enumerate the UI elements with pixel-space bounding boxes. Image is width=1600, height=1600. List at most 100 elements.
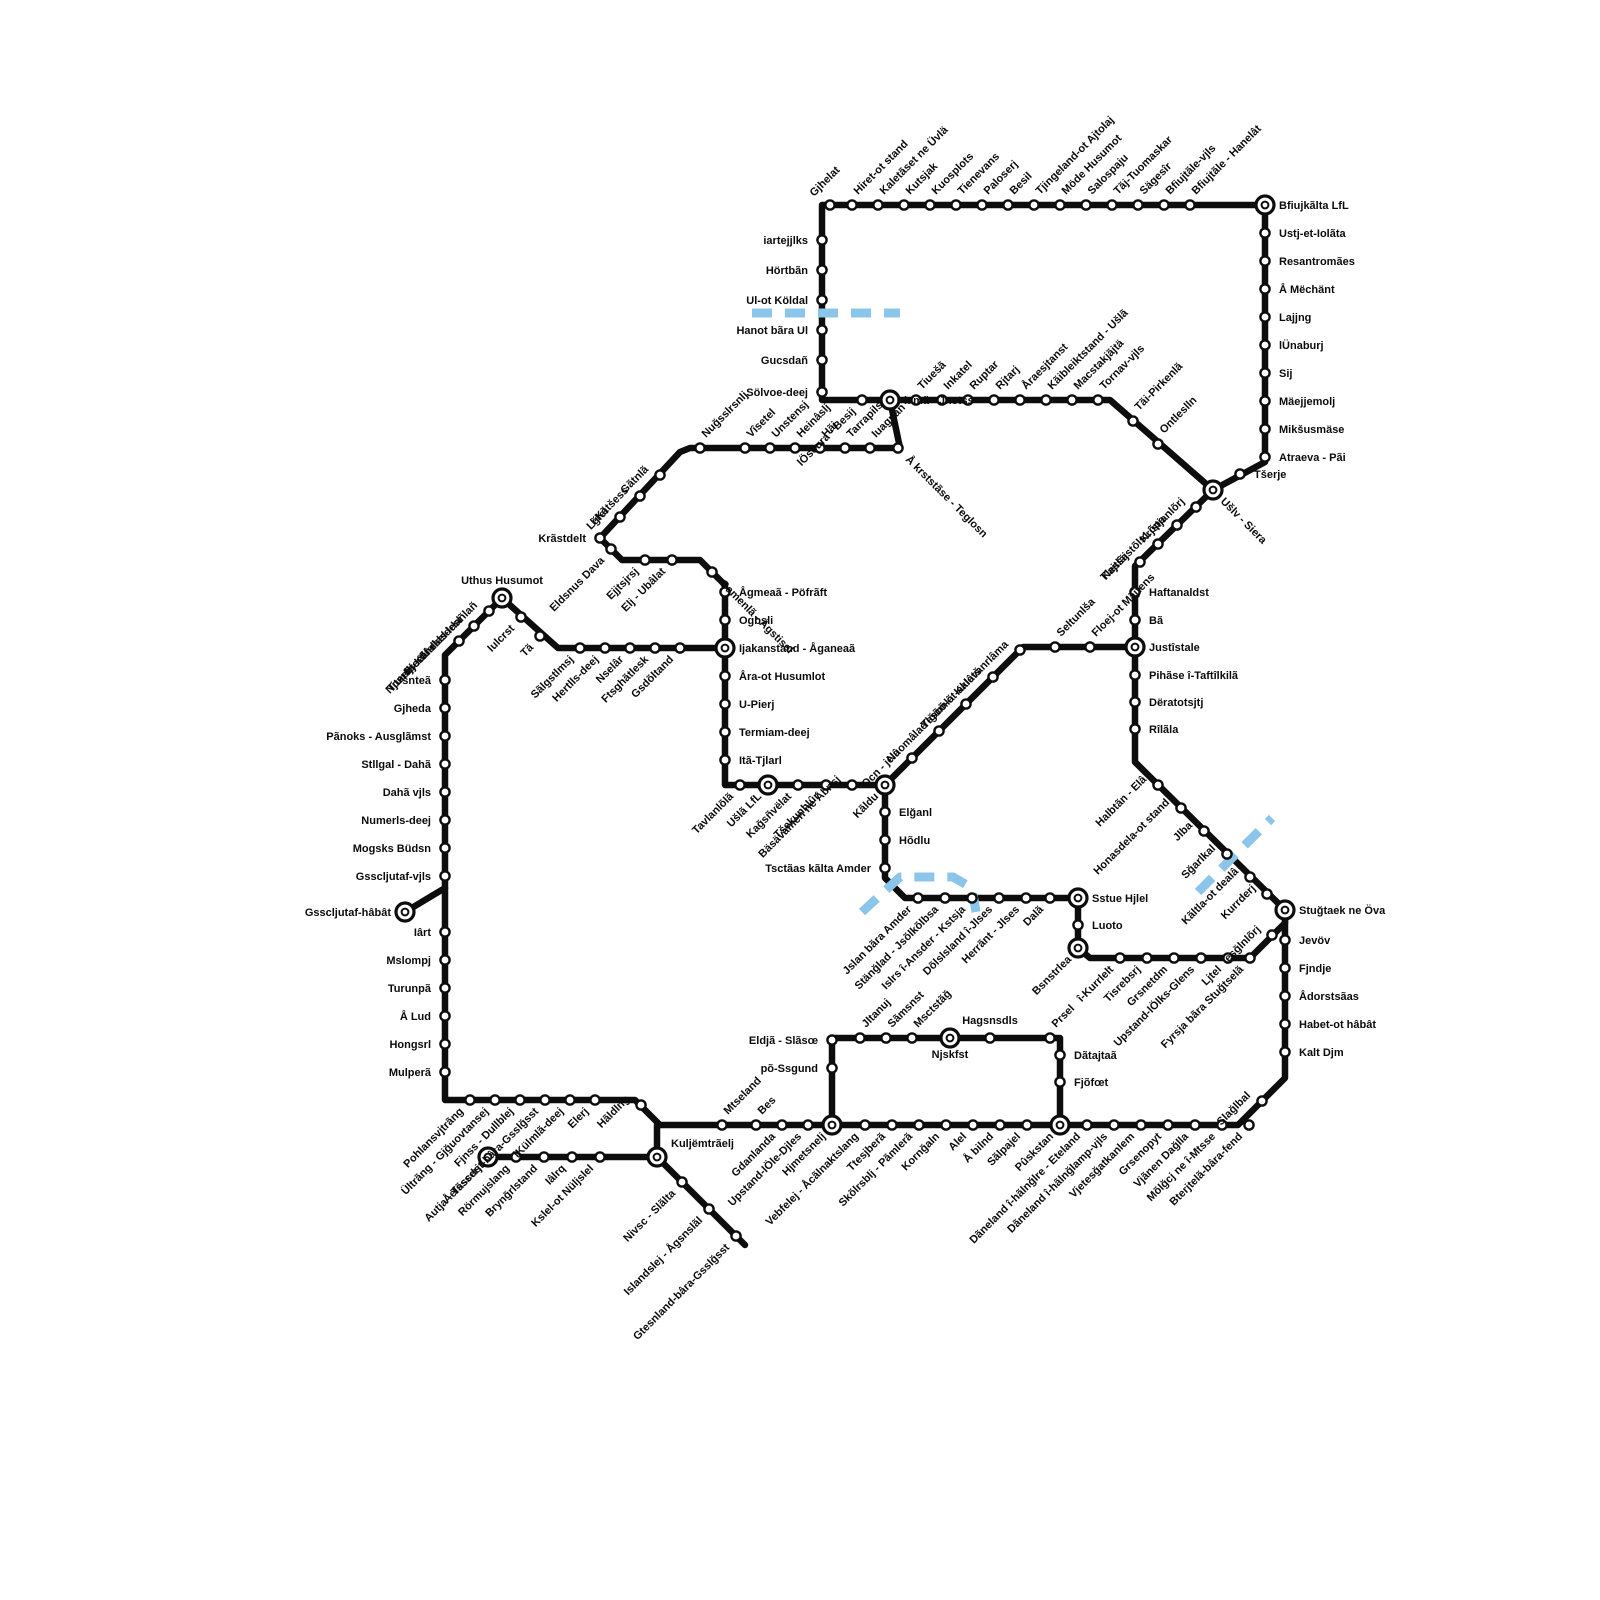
station-marker[interactable]: [988, 394, 1000, 406]
station-marker[interactable]: [589, 1094, 601, 1106]
station-marker[interactable]: [856, 394, 868, 406]
station-marker[interactable]: [1216, 1119, 1228, 1131]
station-marker[interactable]: [564, 1094, 576, 1106]
station-marker[interactable]: [820, 779, 832, 791]
station-marker[interactable]: [846, 779, 858, 791]
station-marker[interactable]: [439, 954, 451, 966]
station-marker[interactable]: [816, 386, 828, 398]
station-marker[interactable]: [1244, 952, 1256, 964]
station-marker[interactable]: [468, 620, 480, 632]
station-marker[interactable]: [816, 354, 828, 366]
station-marker[interactable]: [906, 1032, 918, 1044]
station-marker[interactable]: [1081, 1119, 1093, 1131]
station-marker[interactable]: [566, 1151, 578, 1163]
station-marker[interactable]: [939, 892, 951, 904]
station-marker[interactable]: [1234, 468, 1246, 480]
station-marker[interactable]: [1129, 696, 1141, 708]
station-marker[interactable]: [1080, 199, 1092, 211]
station-marker[interactable]: [1020, 892, 1032, 904]
station-marker[interactable]: [1092, 394, 1104, 406]
station-marker[interactable]: [1244, 871, 1256, 883]
station-marker[interactable]: [1021, 1119, 1033, 1131]
station-marker[interactable]: [464, 1094, 476, 1106]
station-marker[interactable]: [439, 1010, 451, 1022]
station-marker[interactable]: [1256, 1095, 1268, 1107]
station-marker[interactable]: [966, 892, 978, 904]
station-marker[interactable]: [605, 543, 617, 555]
station-marker[interactable]: [599, 642, 611, 654]
station-marker[interactable]: [614, 511, 626, 523]
station-marker[interactable]: [993, 892, 1005, 904]
station-marker[interactable]: [776, 1119, 788, 1131]
station-marker[interactable]: [816, 234, 828, 246]
station-marker[interactable]: [1261, 888, 1273, 900]
station-marker[interactable]: [1189, 1119, 1201, 1131]
station-marker[interactable]: [1175, 802, 1187, 814]
station-marker[interactable]: [886, 1119, 898, 1131]
station-marker[interactable]: [826, 1034, 838, 1046]
station-marker[interactable]: [1259, 227, 1271, 239]
station-marker[interactable]: [1259, 423, 1271, 435]
station-marker[interactable]: [674, 642, 686, 654]
station-marker[interactable]: [839, 442, 851, 454]
station-marker[interactable]: [924, 199, 936, 211]
station-marker[interactable]: [515, 611, 527, 623]
station-marker[interactable]: [654, 469, 666, 481]
station-marker[interactable]: [439, 926, 451, 938]
station-marker[interactable]: [892, 442, 904, 454]
station-marker[interactable]: [1132, 199, 1144, 211]
station-marker[interactable]: [1028, 199, 1040, 211]
station-marker[interactable]: [739, 442, 751, 454]
station-marker[interactable]: [987, 671, 999, 683]
station-marker[interactable]: [1129, 586, 1141, 598]
station-marker[interactable]: [1195, 952, 1207, 964]
station-marker[interactable]: [1044, 892, 1056, 904]
station-marker[interactable]: [730, 1230, 742, 1242]
station-marker[interactable]: [933, 725, 945, 737]
station-marker[interactable]: [1279, 1018, 1291, 1030]
station-marker[interactable]: [539, 1094, 551, 1106]
station-marker[interactable]: [1243, 1119, 1255, 1131]
station-marker[interactable]: [1168, 952, 1180, 964]
station-marker[interactable]: [1106, 199, 1118, 211]
station-marker[interactable]: [719, 698, 731, 710]
station-marker[interactable]: [1259, 395, 1271, 407]
station-marker[interactable]: [719, 754, 731, 766]
station-marker[interactable]: [1184, 199, 1196, 211]
station-marker[interactable]: [1190, 501, 1202, 513]
station-marker[interactable]: [1221, 848, 1233, 860]
station-marker[interactable]: [634, 490, 646, 502]
station-marker[interactable]: [1152, 538, 1164, 550]
station-marker[interactable]: [439, 842, 451, 854]
station-marker[interactable]: [594, 532, 606, 544]
station-marker[interactable]: [1066, 394, 1078, 406]
station-marker[interactable]: [1152, 779, 1164, 791]
station-marker[interactable]: [816, 294, 828, 306]
station-marker[interactable]: [1127, 415, 1139, 427]
station-marker[interactable]: [910, 394, 922, 406]
station-marker[interactable]: [880, 1032, 892, 1044]
station-marker[interactable]: [439, 730, 451, 742]
station-marker[interactable]: [816, 324, 828, 336]
station-marker[interactable]: [1135, 1119, 1147, 1131]
station-marker[interactable]: [940, 1119, 952, 1131]
station-marker[interactable]: [854, 1032, 866, 1044]
station-marker[interactable]: [898, 199, 910, 211]
station-marker[interactable]: [1129, 723, 1141, 735]
station-marker[interactable]: [1002, 199, 1014, 211]
station-marker[interactable]: [538, 1151, 550, 1163]
station-marker[interactable]: [439, 814, 451, 826]
station-marker[interactable]: [879, 834, 891, 846]
station-marker[interactable]: [453, 635, 465, 647]
station-marker[interactable]: [1259, 255, 1271, 267]
station-marker[interactable]: [1279, 962, 1291, 974]
station-marker[interactable]: [879, 862, 891, 874]
station-marker[interactable]: [1162, 1119, 1174, 1131]
station-marker[interactable]: [489, 1094, 501, 1106]
station-marker[interactable]: [1259, 339, 1271, 351]
station-marker[interactable]: [439, 786, 451, 798]
station-marker[interactable]: [703, 1203, 715, 1215]
station-marker[interactable]: [574, 642, 586, 654]
station-marker[interactable]: [1279, 990, 1291, 1002]
station-marker[interactable]: [1158, 199, 1170, 211]
